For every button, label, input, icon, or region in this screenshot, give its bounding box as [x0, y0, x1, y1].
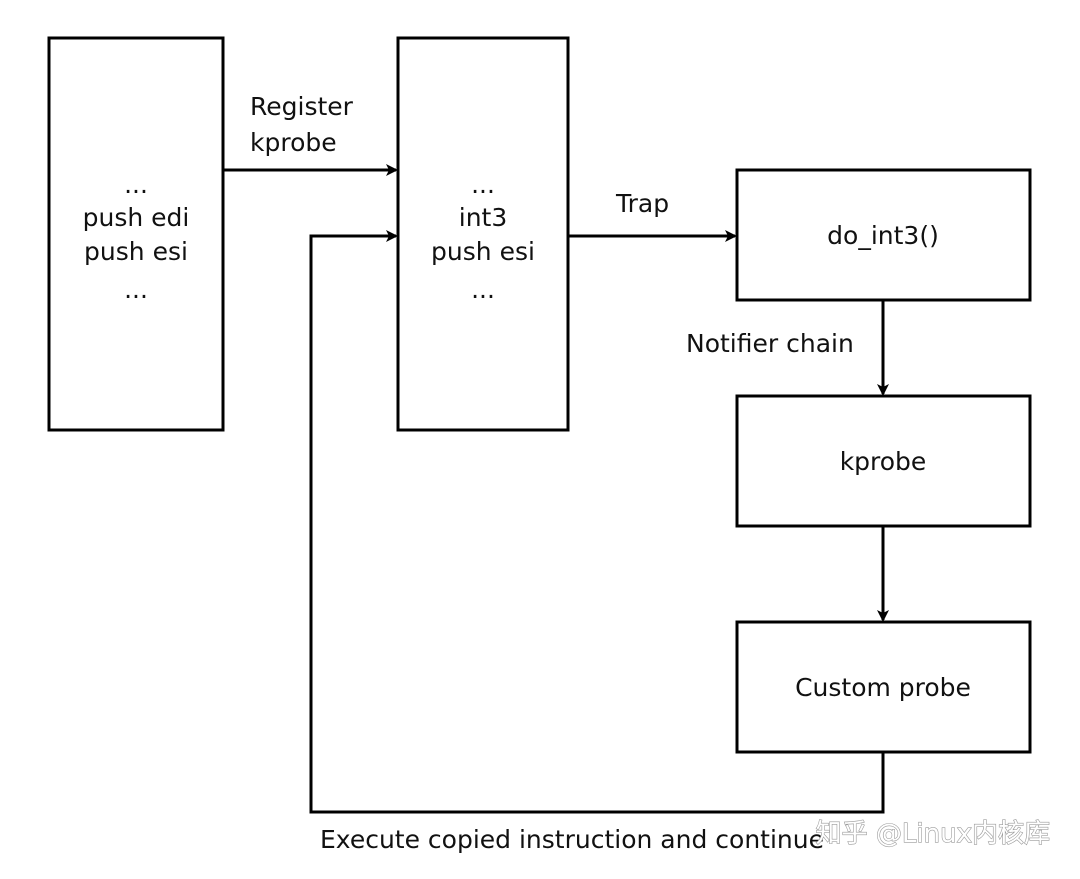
return-arrow [309, 230, 885, 814]
register-label-line2: kprobe [250, 128, 337, 157]
original-code-line: push esi [84, 237, 188, 266]
original-code-node: ... push edi push esi ... [47, 36, 225, 432]
do-int3-node: do_int3() [735, 168, 1032, 302]
return-label: Execute copied instruction and continue [320, 825, 824, 854]
patched-code-line: int3 [459, 203, 508, 232]
patched-code-node: ... int3 push esi ... [396, 36, 570, 432]
original-code-line: ... [124, 170, 148, 199]
custom-probe-node: Custom probe [735, 620, 1032, 754]
patched-code-line: ... [471, 170, 495, 199]
custom-probe-label: Custom probe [795, 673, 971, 702]
original-code-line: push edi [83, 203, 190, 232]
notifier-chain-label: Notifier chain [686, 329, 854, 358]
patched-code-line: ... [471, 275, 495, 304]
trap-label: Trap [615, 189, 669, 218]
kprobe-node: kprobe [735, 394, 1032, 528]
register-label-line1: Register [250, 92, 354, 121]
do-int3-label: do_int3() [827, 221, 939, 250]
original-code-line: ... [124, 275, 148, 304]
patched-code-line: push esi [431, 237, 535, 266]
kprobe-label: kprobe [840, 447, 927, 476]
watermark: 知乎 @Linux内核库 [816, 819, 1050, 849]
